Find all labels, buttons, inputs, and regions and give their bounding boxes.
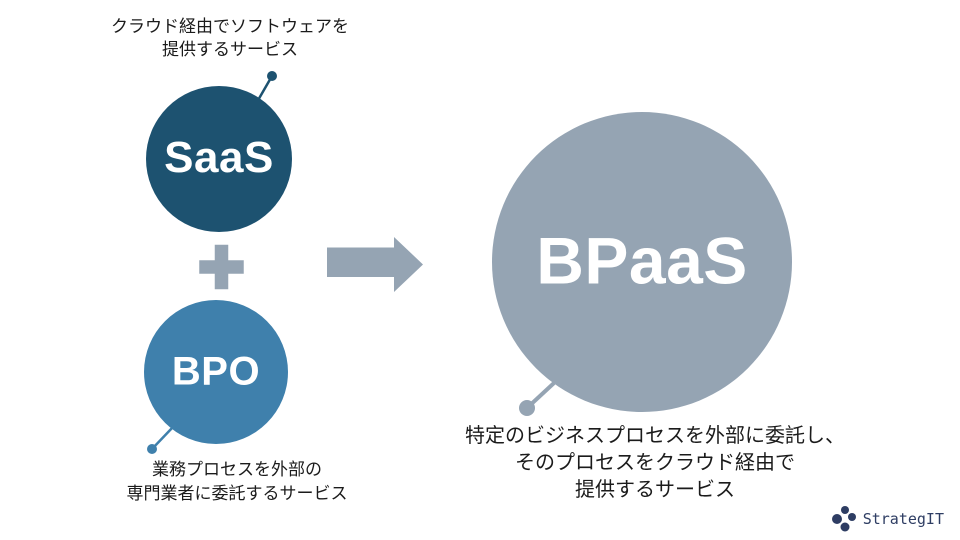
bpo-callout-connector [147, 426, 174, 454]
saas-caption: クラウド経由でソフトウェアを 提供するサービス [111, 17, 349, 59]
plus-icon [196, 242, 247, 292]
strategit-logo-icon [831, 506, 856, 532]
bpo-caption: 業務プロセスを外部の 専門業者に委託するサービス [126, 460, 348, 503]
bpo-label: BPO [171, 349, 261, 394]
bpo-circle [144, 300, 288, 444]
strategit-logo-text: StrategIT [862, 509, 944, 528]
arrow-right-icon [327, 237, 423, 292]
saas-circle [146, 86, 292, 232]
saas-label: SaaS [164, 133, 274, 183]
saas-callout-connector [255, 71, 277, 103]
strategit-logo: StrategIT [831, 505, 944, 532]
bpaas-label: BPaaS [536, 223, 748, 298]
bpaas-caption: 特定のビジネスプロセスを外部に委託し、 そのプロセスをクラウド経由で 提供するサ… [465, 425, 845, 501]
bpaas-callout-connector [519, 381, 556, 416]
bpaas-circle [492, 112, 792, 412]
